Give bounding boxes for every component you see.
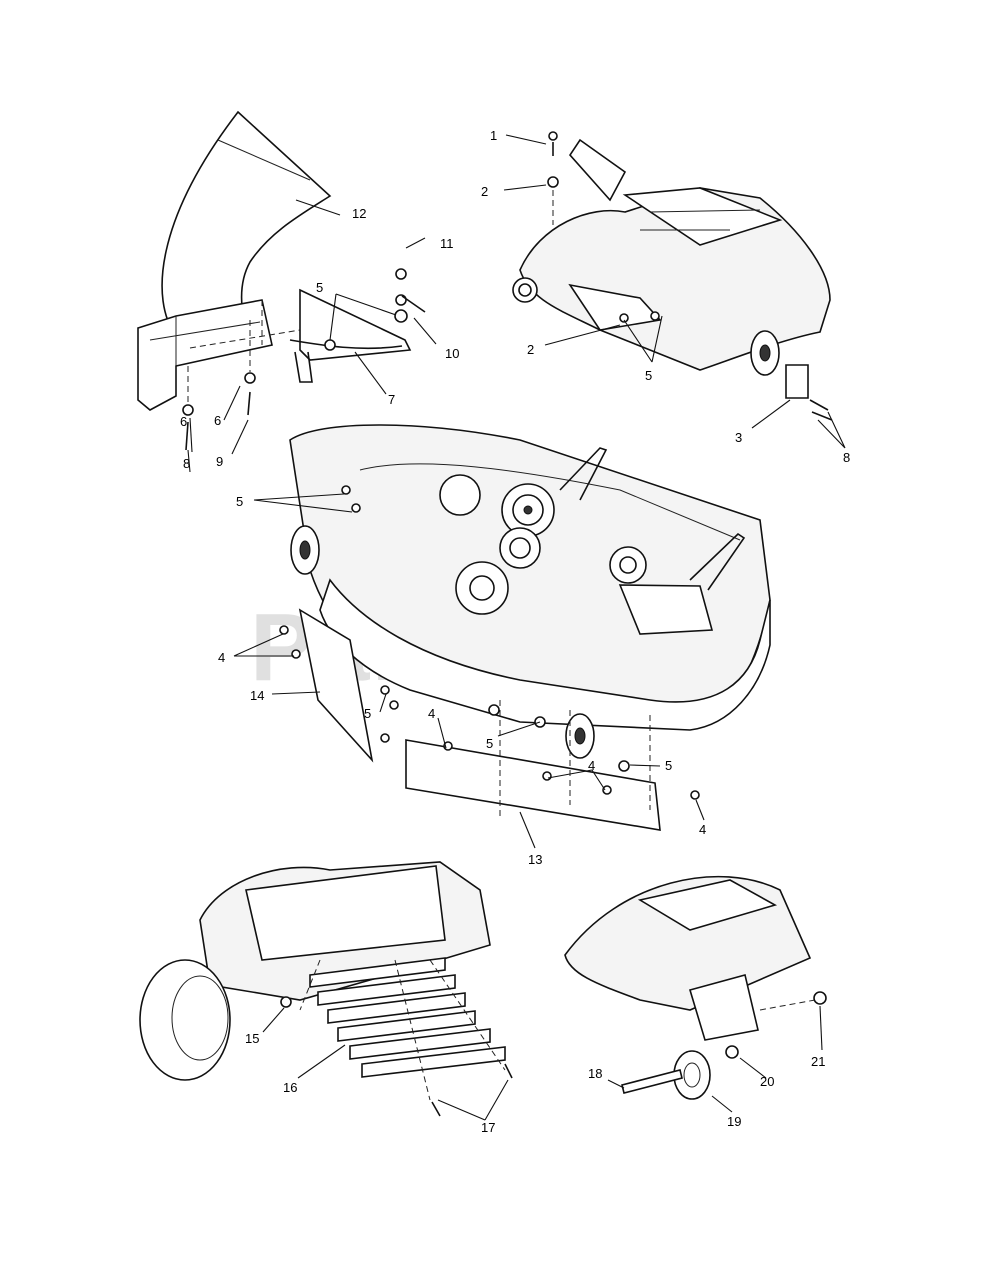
callout-11: 11 bbox=[440, 236, 454, 251]
mulch-baffle-plates bbox=[309, 957, 506, 1078]
callout-15: 15 bbox=[245, 1031, 259, 1046]
callout-2: 2 bbox=[481, 184, 488, 199]
callout-5: 5 bbox=[364, 706, 371, 721]
callout-21: 21 bbox=[811, 1054, 825, 1069]
pulley-housing-assembly bbox=[512, 131, 833, 421]
callout-3: 3 bbox=[735, 430, 742, 445]
callout-4: 4 bbox=[218, 650, 225, 665]
callout-4: 4 bbox=[428, 706, 435, 721]
callout-19: 19 bbox=[727, 1114, 741, 1129]
discharge-chute-assembly bbox=[137, 110, 426, 451]
callout-20: 20 bbox=[760, 1074, 774, 1089]
mulch-baffle-assembly bbox=[139, 861, 513, 1117]
callout-4: 4 bbox=[588, 758, 595, 773]
callout-8: 8 bbox=[843, 450, 850, 465]
callout-5: 5 bbox=[236, 494, 243, 509]
callout-14: 14 bbox=[250, 688, 264, 703]
callout-5: 5 bbox=[486, 736, 493, 751]
callout-5: 5 bbox=[665, 758, 672, 773]
callout-16: 16 bbox=[283, 1080, 297, 1095]
mower-deck-main bbox=[279, 424, 771, 831]
callout-6: 6 bbox=[214, 413, 221, 428]
callout-7: 7 bbox=[388, 392, 395, 407]
callout-13: 13 bbox=[528, 852, 542, 867]
callout-1: 1 bbox=[490, 128, 497, 143]
callout-2: 2 bbox=[527, 342, 534, 357]
gauge-wheel-assembly bbox=[564, 875, 827, 1100]
callout-5: 5 bbox=[316, 280, 323, 295]
callout-10: 10 bbox=[445, 346, 459, 361]
callout-5: 5 bbox=[645, 368, 652, 383]
callout-9: 9 bbox=[216, 454, 223, 469]
callout-8: 8 bbox=[183, 456, 190, 471]
callout-17: 17 bbox=[481, 1120, 495, 1135]
callout-18: 18 bbox=[588, 1066, 602, 1081]
callout-labels: 1 2 2 5 3 8 12 11 5 10 7 6 6 9 8 5 4 14 … bbox=[180, 128, 850, 1135]
callout-12: 12 bbox=[352, 206, 366, 221]
callout-6: 6 bbox=[180, 414, 187, 429]
callout-leaders bbox=[187, 134, 846, 1121]
callout-4: 4 bbox=[699, 822, 706, 837]
